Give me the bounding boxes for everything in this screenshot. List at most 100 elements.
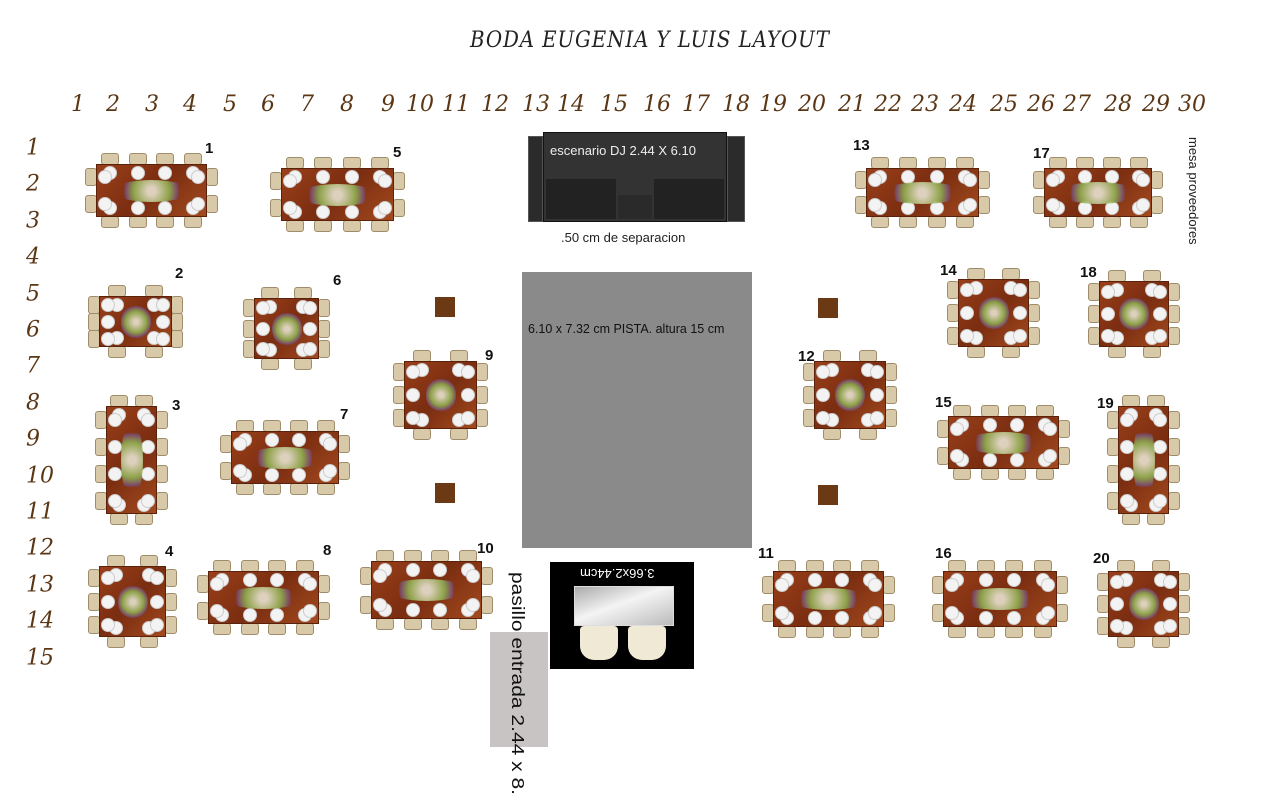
plate — [1110, 597, 1124, 611]
column-number: 3 — [145, 92, 159, 117]
column-number: 19 — [759, 92, 787, 117]
chair — [1142, 346, 1161, 358]
pillar — [818, 298, 838, 318]
plate — [303, 321, 317, 336]
column-number: 14 — [557, 92, 585, 117]
plate — [101, 594, 115, 609]
plate — [1010, 418, 1025, 432]
chair — [1178, 617, 1190, 635]
chair — [1075, 216, 1094, 228]
row-number: 1 — [26, 135, 40, 161]
chair — [1005, 626, 1024, 638]
column-number: 30 — [1178, 92, 1206, 117]
plate — [264, 433, 279, 447]
chair — [318, 601, 330, 620]
plate — [101, 297, 115, 312]
plate — [816, 388, 830, 402]
plate — [1013, 283, 1027, 298]
chair — [293, 358, 312, 370]
plate — [461, 365, 475, 380]
chair — [1056, 604, 1068, 622]
table-number: 19 — [1097, 395, 1114, 412]
plate — [344, 170, 359, 184]
plate — [982, 453, 997, 467]
flower-centerpiece — [271, 310, 302, 347]
chair — [413, 428, 432, 440]
chair — [628, 626, 666, 660]
plate — [868, 197, 882, 212]
plate — [960, 328, 974, 343]
plate — [1013, 328, 1027, 343]
speaker-right — [727, 136, 745, 222]
chair — [1033, 626, 1052, 638]
guest-table — [932, 560, 1068, 638]
plate — [150, 618, 164, 633]
plate — [158, 201, 173, 215]
flower-centerpiece — [247, 446, 323, 469]
chair — [338, 461, 350, 480]
plate — [191, 170, 205, 185]
column-number: 21 — [838, 92, 866, 117]
plate — [108, 493, 122, 508]
plate — [210, 603, 224, 618]
suppliers-table-label: mesa proveedores — [1186, 137, 1201, 245]
chair — [459, 618, 478, 630]
plate — [816, 410, 830, 425]
chair — [206, 168, 218, 187]
plate — [1041, 578, 1055, 592]
flower-centerpiece — [789, 588, 868, 610]
row-number: 9 — [26, 426, 40, 452]
plate — [98, 196, 112, 211]
chair — [883, 576, 895, 594]
chair — [1008, 468, 1027, 480]
flower-centerpiece — [120, 303, 151, 340]
flower-centerpiece — [960, 588, 1040, 610]
chair — [861, 626, 880, 638]
flower-centerpiece — [297, 183, 378, 206]
plate — [270, 573, 285, 587]
plate — [130, 166, 145, 180]
chair — [899, 216, 918, 228]
chair — [289, 483, 308, 495]
chair — [871, 216, 890, 228]
plate — [1101, 285, 1115, 299]
plate — [1136, 197, 1150, 212]
plate — [1120, 493, 1134, 508]
plate — [960, 306, 974, 320]
chair — [171, 329, 183, 348]
row-number: 12 — [26, 535, 54, 561]
chair — [1168, 305, 1180, 323]
chair — [978, 171, 990, 190]
flower-centerpiece — [964, 431, 1043, 454]
chair — [318, 319, 330, 338]
plate — [256, 341, 270, 356]
plate — [316, 205, 331, 219]
guest-table — [270, 157, 405, 232]
plate — [1163, 575, 1177, 589]
plate — [960, 283, 974, 298]
plate — [158, 166, 173, 180]
chair — [976, 626, 995, 638]
chair — [375, 618, 394, 630]
chair — [128, 216, 147, 228]
guest-table — [762, 560, 895, 638]
plate — [461, 388, 475, 402]
plate — [303, 603, 317, 618]
table-number: 5 — [393, 144, 402, 161]
chair — [393, 198, 405, 217]
plate — [950, 422, 964, 437]
table-number: 2 — [175, 265, 184, 282]
chair — [481, 566, 493, 585]
flower-centerpiece — [387, 579, 466, 601]
plate — [868, 173, 882, 188]
plate — [1153, 412, 1167, 427]
row-number: 8 — [26, 390, 40, 416]
chair — [476, 408, 488, 427]
plate — [156, 297, 170, 312]
table-number: 9 — [485, 347, 494, 364]
chair — [140, 636, 159, 648]
plate — [1153, 493, 1167, 508]
table-number: 11 — [758, 545, 774, 562]
plate — [978, 611, 993, 625]
speaker-left — [528, 136, 543, 222]
